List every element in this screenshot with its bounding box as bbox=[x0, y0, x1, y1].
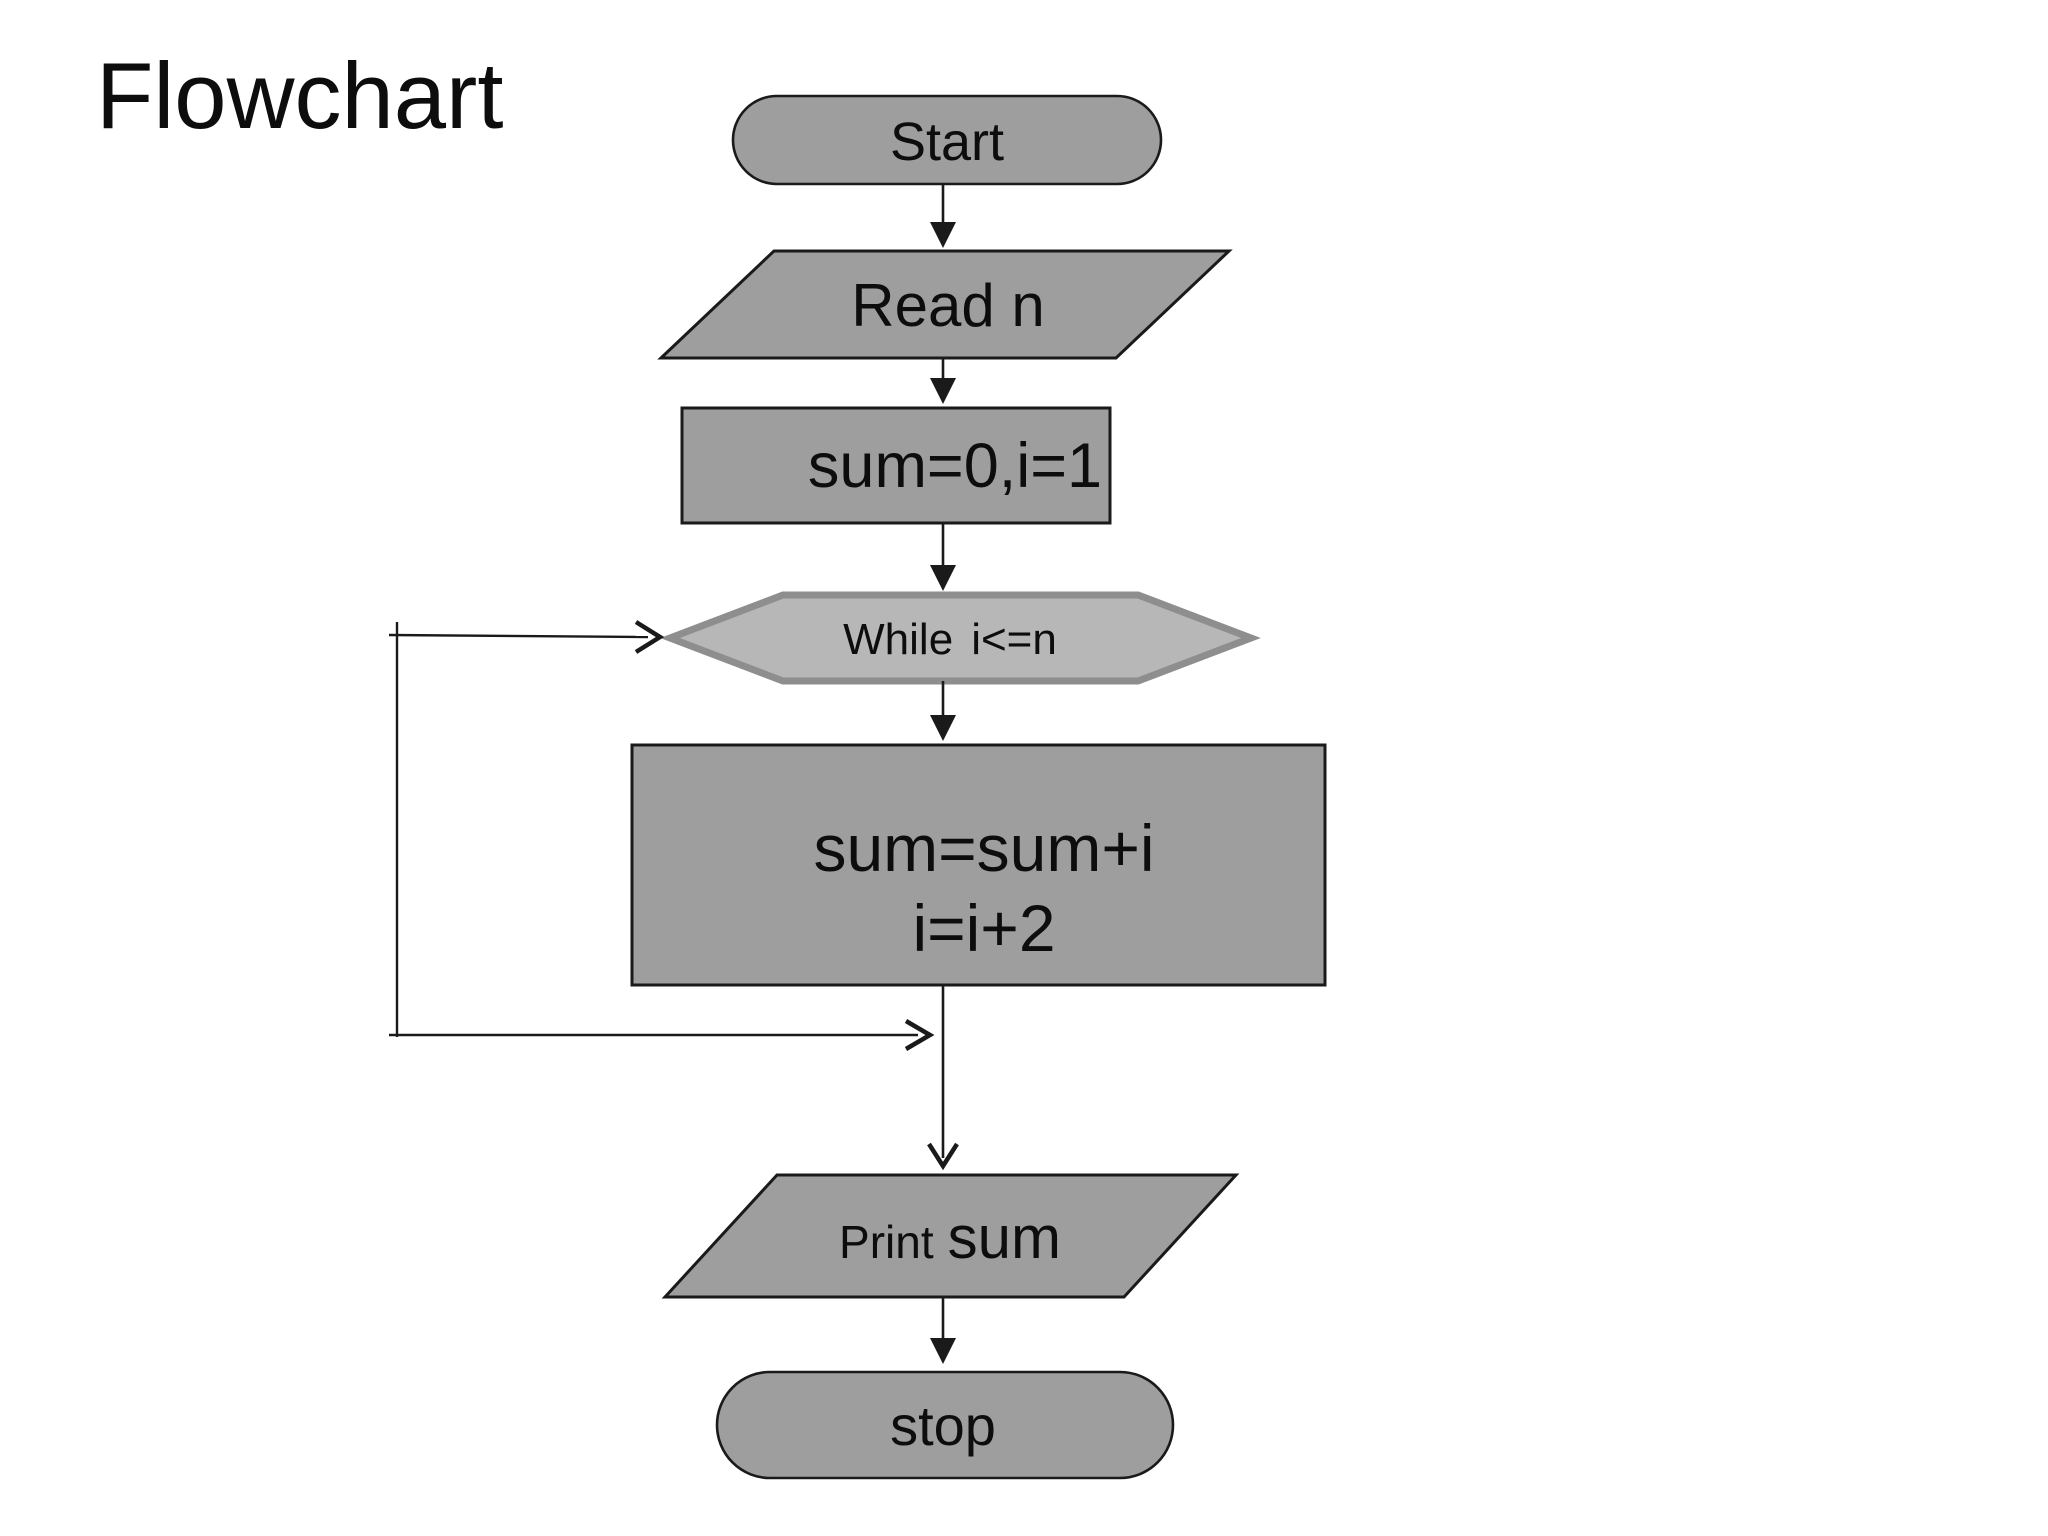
while-keyword: While bbox=[843, 615, 953, 664]
arrow-init-to-while bbox=[930, 523, 956, 591]
chevron-right-into-while-icon bbox=[634, 620, 665, 654]
node-print: Print sum bbox=[661, 1173, 1240, 1299]
arrow-print-to-stop bbox=[930, 1297, 956, 1364]
stop-label: stop bbox=[890, 1394, 996, 1457]
node-read: Read n bbox=[657, 249, 1233, 360]
start-shape bbox=[731, 94, 1163, 186]
body-label-line2: i=i+2 bbox=[912, 891, 1055, 965]
print-variable: sum bbox=[948, 1204, 1061, 1271]
init-shape bbox=[680, 406, 1112, 525]
print-label: Print sum bbox=[839, 1204, 1061, 1271]
node-while: While i<=n bbox=[660, 591, 1261, 685]
stop-shape bbox=[715, 1370, 1175, 1480]
while-shape bbox=[660, 591, 1261, 685]
arrow-body-to-print bbox=[927, 985, 959, 1171]
arrowhead-down-icon bbox=[930, 222, 956, 248]
node-start: Start bbox=[731, 94, 1163, 186]
chevron-right-junction-icon bbox=[904, 1019, 935, 1051]
node-stop: stop bbox=[715, 1370, 1175, 1480]
read-shape bbox=[657, 249, 1233, 360]
chevron-down-icon bbox=[927, 1142, 959, 1171]
arrow-start-to-read bbox=[930, 184, 956, 248]
arrow-while-to-body bbox=[930, 681, 956, 741]
body-shape bbox=[630, 743, 1327, 987]
while-condition: i<=n bbox=[971, 615, 1057, 664]
loop-back-connector bbox=[388, 620, 935, 1051]
read-label: Read n bbox=[851, 272, 1044, 339]
arrowhead-down-icon bbox=[930, 565, 956, 591]
page-title: Flowchart bbox=[96, 43, 503, 148]
loop-top-line bbox=[388, 633, 649, 639]
arrowhead-down-icon bbox=[930, 1338, 956, 1364]
arrowhead-down-icon bbox=[930, 378, 956, 404]
node-init: sum=0,i=1 bbox=[680, 406, 1112, 525]
print-keyword: Print bbox=[839, 1216, 934, 1268]
print-shape bbox=[661, 1173, 1240, 1299]
node-body: sum=sum+i i=i+2 bbox=[630, 743, 1327, 987]
start-label: Start bbox=[890, 112, 1004, 172]
init-label: sum=0,i=1 bbox=[808, 431, 1102, 501]
body-label-line1: sum=sum+i bbox=[813, 811, 1154, 885]
arrow-read-to-init bbox=[930, 358, 956, 404]
while-label: While i<=n bbox=[843, 615, 1057, 664]
arrowhead-down-icon bbox=[930, 715, 956, 741]
